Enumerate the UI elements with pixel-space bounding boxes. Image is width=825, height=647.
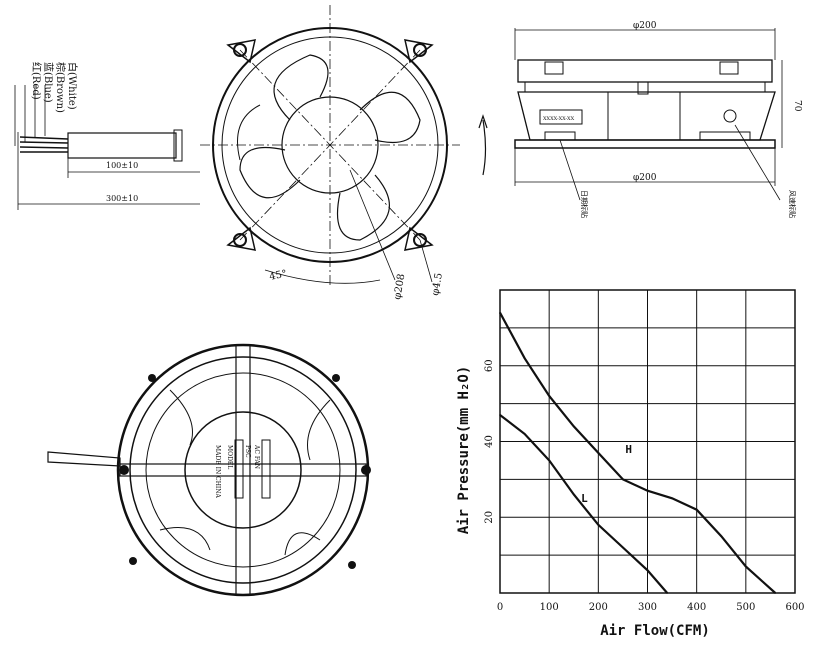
top-diameter-200: φ200 xyxy=(633,21,657,31)
chart-y-tick-label: 20 xyxy=(484,511,495,524)
chart-series-l-point xyxy=(548,459,550,462)
wire-labels: 白(White) 棕(Brown) 蓝(Blue) 红(Red) xyxy=(30,62,79,113)
chart-series-l-point xyxy=(572,493,575,496)
chart-series-l-point xyxy=(666,592,668,594)
wire-label-blue: 蓝(Blue) xyxy=(42,62,54,103)
chart-series-l-point xyxy=(523,433,526,435)
chart-x-tick-label: 500 xyxy=(736,602,755,613)
chart-x-tick-label: 100 xyxy=(540,602,559,613)
cable-length-300: 300±10 xyxy=(106,194,138,203)
chart-x-tick-label: 0 xyxy=(497,602,503,613)
chart-series-h-point xyxy=(572,425,575,428)
cable-length-100: 100±10 xyxy=(106,161,138,170)
back-label-line-1: AC FAN xyxy=(253,444,260,469)
chart-series-l-point xyxy=(499,414,501,416)
height-70: 70 xyxy=(792,100,802,112)
side-view xyxy=(514,28,783,201)
chart-x-tick-label: 600 xyxy=(785,602,804,613)
wire-label-red: 红(Red) xyxy=(30,62,43,100)
angle-45-label: 45° xyxy=(268,268,288,282)
chart-x-tick-label: 400 xyxy=(687,602,706,613)
chart-x-tick-label: 300 xyxy=(638,602,657,613)
back-view-mount-holes xyxy=(119,374,371,569)
chart-series-h-point xyxy=(671,497,673,500)
chart-series-l-point xyxy=(622,546,624,549)
hole-4-5-label: φ4.5 xyxy=(430,272,445,296)
chart-series-h-point xyxy=(499,311,501,314)
chart-series-h-point xyxy=(523,357,526,359)
chart-series-h-point xyxy=(622,478,624,481)
date-sticker-callout: 日期标贴 xyxy=(580,190,589,218)
chart-series-h-point xyxy=(548,395,550,397)
chart-series-h-line xyxy=(499,312,777,594)
wire-label-white: 白(White) xyxy=(66,62,79,110)
chart-series-h-point xyxy=(774,592,777,594)
speed-sticker-callout: 风速标贴 xyxy=(788,190,797,218)
back-label-line-3: MADE IN CHINA xyxy=(214,445,221,499)
diameter-208-label: φ208 xyxy=(392,273,407,301)
chart-series-h-point xyxy=(597,452,600,454)
chart-series-h-point xyxy=(720,535,723,537)
front-view xyxy=(14,5,488,285)
chart-series-l-label: L xyxy=(581,492,588,505)
chart-series-h-label: H xyxy=(625,443,632,456)
back-label: PSC AC FAN MODEL MADE IN CHINA xyxy=(214,444,260,499)
chart-series-h-point xyxy=(745,565,747,568)
bottom-diameter-200: φ200 xyxy=(633,173,657,183)
chart-series-l-line xyxy=(499,414,669,594)
chart-series-l-point xyxy=(597,524,600,526)
chart-x-tick-label: 200 xyxy=(589,602,608,613)
chart-y-axis-label: Air Pressure(mm H₂O) xyxy=(456,366,472,535)
chart-series-l-point xyxy=(646,569,649,572)
date-code-label: XXXX-XX-XX xyxy=(543,116,575,122)
wire-label-brown: 棕(Brown) xyxy=(54,62,67,113)
chart-series-h-point xyxy=(695,508,698,511)
back-view xyxy=(47,343,370,597)
back-label-line-2: MODEL xyxy=(226,445,233,469)
back-label-brand: PSC xyxy=(244,445,251,458)
chart-y-tick-label: 60 xyxy=(484,359,495,372)
chart-x-axis-label: Air Flow(CFM) xyxy=(600,623,710,639)
performance-chart: 0 100 200 300 400 500 600 20 40 60H L xyxy=(484,289,805,613)
chart-series-h-point xyxy=(646,489,649,492)
chart-y-tick-label: 40 xyxy=(484,435,495,448)
